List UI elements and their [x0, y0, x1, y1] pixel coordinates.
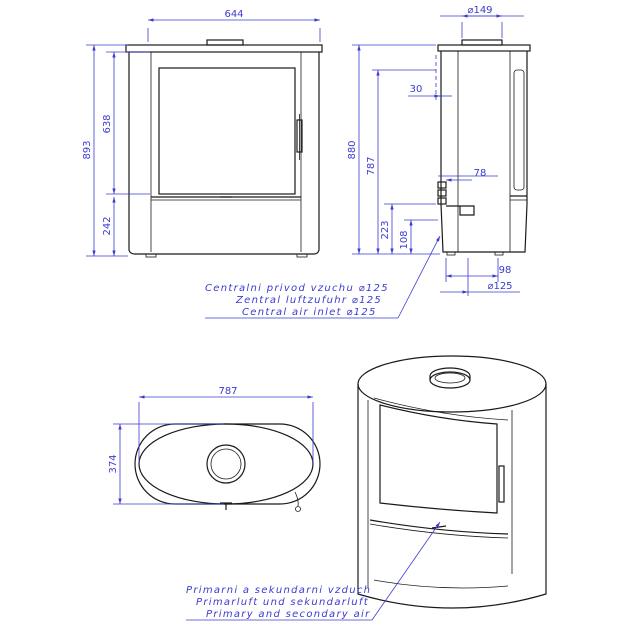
- dim-side-flue-offset: 30: [410, 84, 423, 95]
- central-air-note: Centralni privod vzuchu ⌀125 Zentral luf…: [205, 235, 441, 319]
- dim-side-flue-height: 787: [366, 156, 377, 175]
- primary-air-note: Primarni a sekundarni vzduch Primarluft …: [186, 521, 441, 621]
- note-primary-air-en: Primary and secondary air: [206, 609, 371, 620]
- dim-front-glass-height: 638: [102, 114, 113, 133]
- dim-top-width: 787: [218, 386, 237, 397]
- top-dimensions: 787 374: [108, 386, 314, 505]
- dim-top-depth: 374: [108, 454, 119, 473]
- dim-side-inlet-height: 223: [380, 220, 391, 239]
- top-view: [134, 423, 321, 512]
- front-view: [125, 39, 323, 258]
- dim-side-inlet-center: 108: [399, 230, 410, 249]
- dim-side-bottom-offset: 98: [499, 265, 512, 276]
- dim-side-flue-diameter: ⌀149: [467, 5, 492, 16]
- note-primary-air-de: Primarluft und sekundarluft: [196, 597, 369, 608]
- side-dimensions: ⌀149 30 880 787 78 223 108 98 ⌀125: [347, 5, 524, 296]
- note-primary-air-cz: Primarni a sekundarni vzduch: [186, 585, 371, 596]
- dim-side-total-height: 880: [347, 140, 358, 159]
- dim-side-inlet-offset: 78: [474, 168, 487, 179]
- note-central-air-de: Zentral luftzufuhr ⌀125: [235, 295, 382, 306]
- perspective-view: [357, 355, 547, 609]
- dim-front-width: 644: [224, 9, 243, 20]
- front-dimensions: 644 893 638 242: [82, 9, 321, 257]
- dim-front-total-height: 893: [82, 140, 93, 159]
- dim-side-inlet-diameter: ⌀125: [487, 281, 512, 292]
- dim-front-base-height: 242: [102, 216, 113, 235]
- note-central-air-en: Central air inlet ⌀125: [242, 307, 377, 318]
- side-view: [435, 39, 531, 256]
- note-central-air-cz: Centralni privod vzuchu ⌀125: [205, 283, 389, 294]
